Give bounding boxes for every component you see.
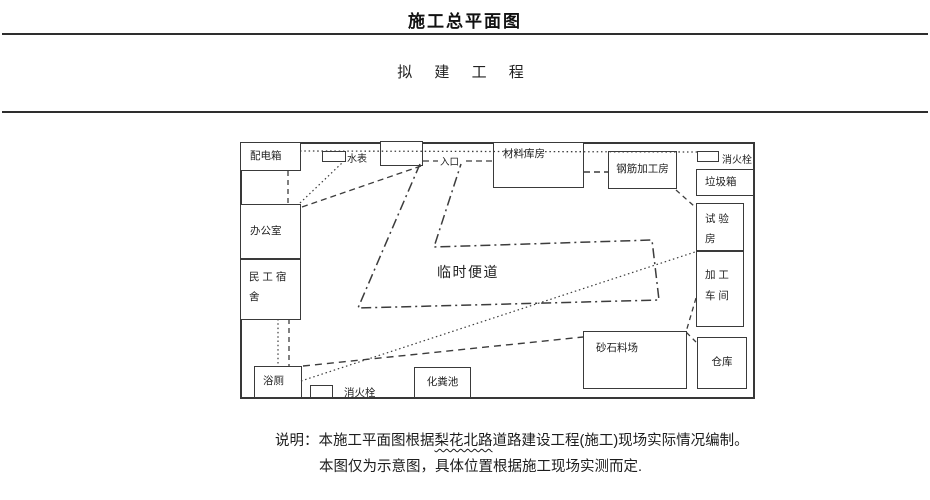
box-bath-toilet: 浴厕 <box>254 366 302 398</box>
note-text: 道路建设工程(施工)现场实际情况编制。 <box>492 433 749 449</box>
box-material-storage: 材料库房 <box>493 142 584 188</box>
box-worker-dorm: 民 工 宿 舍 <box>240 259 301 320</box>
box-label: 仓库 <box>711 356 733 369</box>
box-label: 钢筋加工房 <box>616 163 669 176</box>
box-septic-tank: 化粪池 <box>414 367 471 398</box>
note-line-1: 说明：本施工平面图根据梨花北路道路建设工程(施工)现场实际情况编制。 <box>275 428 749 454</box>
box-label: 配电箱 <box>250 149 282 162</box>
box-label: 材料库房 <box>503 148 545 160</box>
box-label: 民 工 宿 舍 <box>249 271 287 303</box>
fire-hydrant-label-top: 消火栓 <box>722 155 752 166</box>
page-title: 施工总平面图 <box>408 12 522 31</box>
note-text: 本施工平面图根据 <box>318 433 435 449</box>
box-trash-bin: 垃圾箱 <box>696 169 754 196</box>
box-processing-workshop: 加 工 车 间 <box>696 251 744 327</box>
gate-box <box>380 141 423 166</box>
road-proper-name: 梨花北路 <box>434 433 493 449</box>
fire-hydrant-label-bottom: 消火栓 <box>344 387 376 399</box>
horizontal-rule-top <box>2 33 928 35</box>
fire-hydrant-symbol-top <box>697 151 719 162</box>
proposed-project-label: 拟 建 工 程 <box>397 64 533 81</box>
box-label: 办公室 <box>250 224 282 237</box>
note-label: 说明： <box>275 433 319 449</box>
box-label: 浴厕 <box>263 375 284 388</box>
water-meter-label: 水表 <box>347 154 367 165</box>
box-power-distribution: 配电箱 <box>240 142 301 171</box>
box-rebar-workshop: 钢筋加工房 <box>608 151 677 189</box>
notes-block: 说明：本施工平面图根据梨花北路道路建设工程(施工)现场实际情况编制。 本图仅为示… <box>275 428 749 480</box>
temporary-road-label: 临时便道 <box>437 264 499 280</box>
box-warehouse: 仓库 <box>697 337 747 389</box>
box-label: 加 工 车 间 <box>705 269 729 302</box>
note-line-2: 本图仅为示意图，具体位置根据施工现场实测而定. <box>319 459 643 475</box>
box-label: 试 验 房 <box>705 213 729 245</box>
box-label: 垃圾箱 <box>705 175 737 188</box>
horizontal-rule-middle <box>2 111 928 113</box>
entrance-label: 入口 <box>440 157 460 168</box>
box-label: 化粪池 <box>426 375 459 388</box>
box-sand-gravel-yard: 砂石料场 <box>583 331 687 389</box>
fire-hydrant-symbol-bottom <box>310 385 333 398</box>
box-office: 办公室 <box>240 204 301 259</box>
box-test-room: 试 验 房 <box>696 203 744 251</box>
water-meter-symbol <box>322 151 346 162</box>
box-label: 砂石料场 <box>596 342 638 354</box>
